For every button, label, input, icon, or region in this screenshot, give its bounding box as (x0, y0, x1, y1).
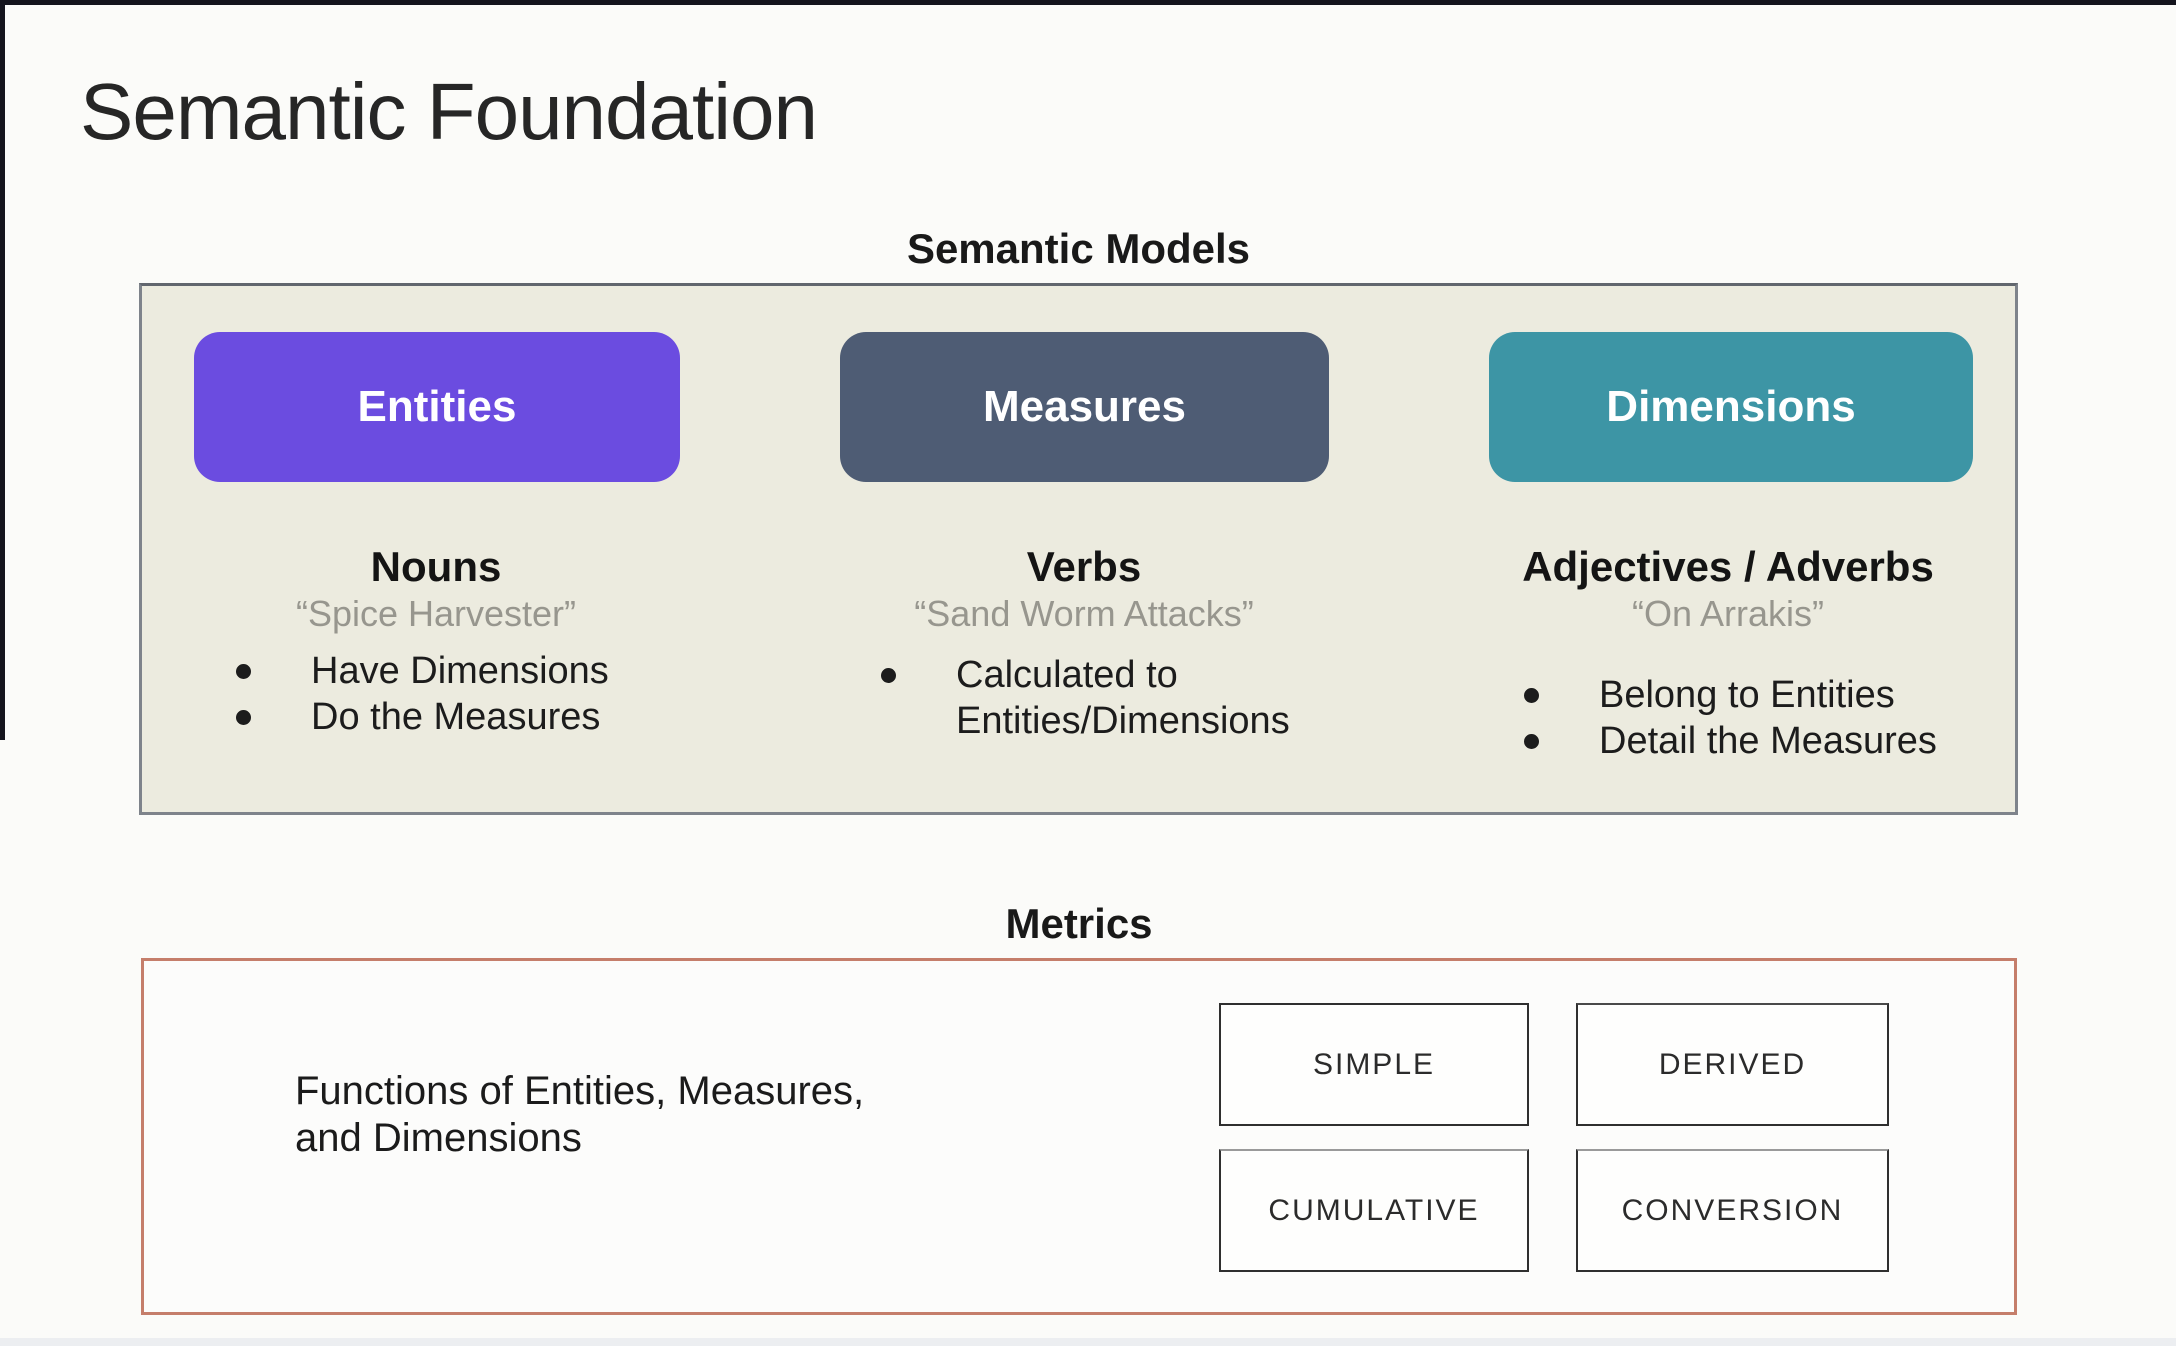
entities-button[interactable]: Entities (194, 332, 680, 482)
metric-type-conversion: CONVERSION (1576, 1149, 1889, 1272)
bullet-text: Detail the Measures (1599, 720, 1937, 762)
measures-button[interactable]: Measures (840, 332, 1329, 482)
bullet-text: Have Dimensions (311, 650, 609, 692)
metric-type-derived: DERIVED (1576, 1003, 1889, 1126)
metrics-heading: Metrics (1005, 900, 1153, 947)
frame-edge-top (0, 0, 2176, 5)
dimensions-bullet-list: Belong to Entities Detail the Measures (1524, 672, 1937, 764)
bullet-text: Belong to Entities (1599, 674, 1895, 716)
metric-type-label: CUMULATIVE (1268, 1193, 1480, 1227)
metric-type-label: SIMPLE (1312, 1047, 1436, 1081)
bullet-item: Have Dimensions (236, 648, 609, 694)
entities-quote: “Spice Harvester” (295, 593, 577, 634)
dimensions-quote: “On Arrakis” (1631, 593, 1825, 634)
bullet-item: Calculated to Entities/Dimensions (881, 652, 1311, 744)
metric-type-label: CONVERSION (1621, 1193, 1844, 1227)
dimensions-subtitle: Adjectives / Adverbs (1522, 543, 1934, 590)
bullet-text: Do the Measures (311, 696, 601, 738)
measures-subtitle: Verbs (1026, 543, 1142, 590)
frame-edge-bottom (0, 1338, 2176, 1346)
metric-type-simple: SIMPLE (1219, 1003, 1529, 1126)
bullet-item: Detail the Measures (1524, 718, 1937, 764)
entities-subtitle: Nouns (370, 543, 502, 590)
entities-bullet-list: Have Dimensions Do the Measures (236, 648, 609, 740)
bullet-dot (236, 664, 251, 679)
metrics-description-line2: and Dimensions (295, 1116, 582, 1160)
metrics-description: Functions of Entities, Measures, and Dim… (295, 1068, 864, 1162)
bullet-dot (1524, 688, 1539, 703)
metrics-description-line1: Functions of Entities, Measures, (295, 1069, 865, 1113)
measures-button-label: Measures (982, 382, 1186, 431)
bullet-item: Belong to Entities (1524, 672, 1937, 718)
dimensions-button-label: Dimensions (1606, 382, 1856, 431)
metric-type-cumulative: CUMULATIVE (1219, 1149, 1529, 1272)
bullet-dot (1524, 734, 1539, 749)
frame-edge-left (0, 0, 5, 740)
entities-button-label: Entities (357, 382, 517, 431)
bullet-dot (881, 668, 896, 683)
page-title: Semantic Foundation (80, 67, 818, 156)
measures-quote: “Sand Worm Attacks” (914, 593, 1254, 634)
dimensions-button[interactable]: Dimensions (1489, 332, 1973, 482)
semantic-models-heading: Semantic Models (906, 225, 1251, 272)
measures-bullet-list: Calculated to Entities/Dimensions (881, 652, 1311, 744)
bullet-item: Do the Measures (236, 694, 609, 740)
metric-type-label: DERIVED (1658, 1047, 1807, 1081)
bullet-dot (236, 710, 251, 725)
bullet-text: Calculated to Entities/Dimensions (956, 654, 1290, 742)
